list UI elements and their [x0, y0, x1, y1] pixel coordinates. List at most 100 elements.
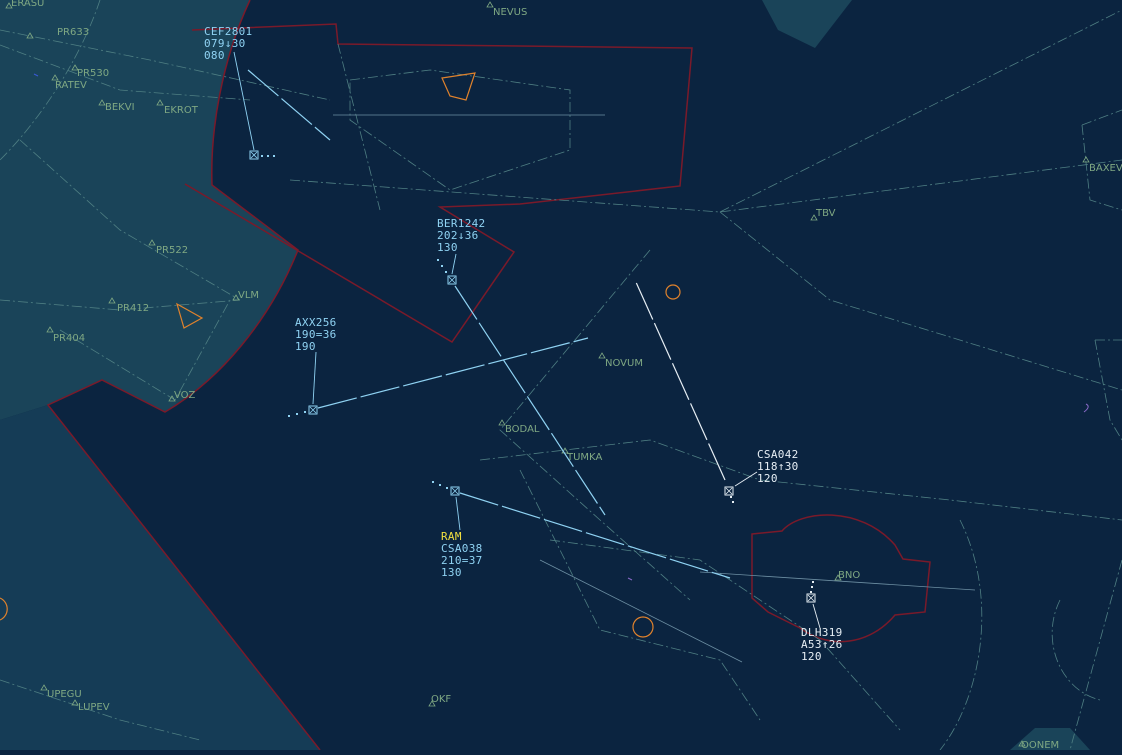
waypoint-pr412: PR412 — [108, 297, 149, 314]
waypoint-label: LUPEV — [78, 702, 110, 713]
history-dot — [446, 487, 448, 489]
waypoint-triangle-icon — [834, 574, 842, 581]
adjacent-sector-top-right — [762, 0, 852, 48]
waypoint-triangle-icon — [51, 74, 59, 81]
waypoint-label: VLM — [238, 290, 259, 301]
waypoint-label: PR530 — [77, 68, 109, 79]
waypoint-triangle-icon — [810, 214, 818, 221]
history-dot — [432, 481, 434, 483]
track-callsign: DLH319 — [801, 626, 843, 639]
aircraft-position-icon[interactable] — [450, 486, 460, 496]
waypoint-label: NOVUM — [605, 358, 643, 369]
waypoint-label: RATEV — [55, 80, 87, 91]
waypoint-triangle-icon — [156, 99, 164, 106]
waypoint-label: UPEGU — [47, 689, 82, 700]
restricted-area-edge — [0, 597, 8, 621]
track-heading-speed: 118↑30 — [757, 460, 799, 473]
history-dot — [288, 415, 290, 417]
waypoint-label: NEVUS — [493, 7, 527, 18]
track-callsign: CSA042 — [757, 448, 799, 461]
track-flight-level: 190 — [295, 340, 316, 353]
track-heading-speed: 210=37 — [441, 554, 483, 567]
waypoint-triangle-icon — [26, 32, 34, 39]
waypoint-tbv: TBV — [810, 208, 836, 221]
history-dot — [730, 496, 732, 498]
waypoint-pr633: PR633 — [26, 27, 89, 39]
waypoint-label: BAXEV — [1089, 163, 1122, 174]
track-callsign: CSA038 — [441, 542, 483, 555]
waypoint-pr522: PR522 — [148, 239, 188, 256]
waypoint-triangle-icon — [98, 99, 106, 106]
history-dot — [304, 411, 306, 413]
restricted-area-circle-a — [665, 284, 681, 300]
history-dot — [261, 155, 263, 157]
history-dot — [732, 501, 734, 503]
speed-vector — [247, 69, 331, 141]
restricted-area-west — [176, 302, 204, 329]
restricted-area-north — [441, 72, 476, 101]
aircraft-position-icon[interactable] — [724, 486, 734, 496]
waypoint-triangle-icon — [486, 1, 494, 8]
waypoint-label: VOZ — [174, 390, 196, 401]
waypoint-upegu: UPEGU — [40, 684, 82, 700]
adjacent-sector-bottom-right — [1010, 728, 1090, 750]
waypoint-bno: BNO — [834, 570, 860, 581]
history-dot — [445, 271, 447, 273]
track-callsign: AXX256 — [295, 316, 337, 329]
track-callsign: CEF2801 — [204, 25, 252, 38]
waypoint-triangle-icon — [71, 64, 79, 71]
waypoint-label: PR404 — [53, 333, 85, 344]
history-dot — [441, 265, 443, 267]
aircraft-position-icon[interactable] — [249, 150, 259, 160]
aircraft-position-icon[interactable] — [308, 405, 318, 415]
waypoint-label: PR412 — [117, 303, 149, 314]
history-dot — [273, 155, 275, 157]
waypoint-triangle-icon — [40, 684, 48, 691]
waypoint-vlm: VLM — [232, 290, 259, 301]
track-heading-speed: 079↓30 — [204, 37, 246, 50]
history-dot — [437, 259, 439, 261]
waypoint-label: PR633 — [57, 27, 89, 38]
waypoint-triangle-icon — [232, 294, 240, 301]
track-callsign: BER1242 — [437, 217, 485, 230]
waypoint-triangle-icon — [168, 395, 176, 402]
aircraft-position-icon[interactable] — [806, 593, 816, 603]
aircraft-position-icon[interactable] — [447, 275, 457, 285]
leader-line — [312, 351, 317, 405]
leader-line — [455, 496, 461, 531]
history-dot — [267, 155, 269, 157]
leader-line — [233, 51, 255, 151]
waypoint-triangle-icon — [598, 352, 606, 359]
waypoint-label: PR522 — [156, 245, 188, 256]
history-dot — [811, 586, 813, 588]
waypoint-nevus: NEVUS — [486, 1, 527, 18]
restricted-area-circle-b — [632, 616, 654, 638]
waypoint-ratev: RATEV — [51, 74, 87, 91]
waypoint-triangle-icon — [148, 239, 156, 246]
waypoint-voz: VOZ — [168, 390, 196, 402]
waypoint-erasu: ERASU — [5, 0, 44, 9]
adjacent-sector-north — [0, 0, 298, 420]
waypoint-novum: NOVUM — [598, 352, 643, 369]
waypoint-triangle-icon — [428, 700, 436, 707]
speed-vector — [317, 337, 589, 409]
waypoint-triangle-icon — [108, 297, 116, 304]
waypoint-pr530: PR530 — [71, 64, 109, 79]
history-dot — [439, 484, 441, 486]
